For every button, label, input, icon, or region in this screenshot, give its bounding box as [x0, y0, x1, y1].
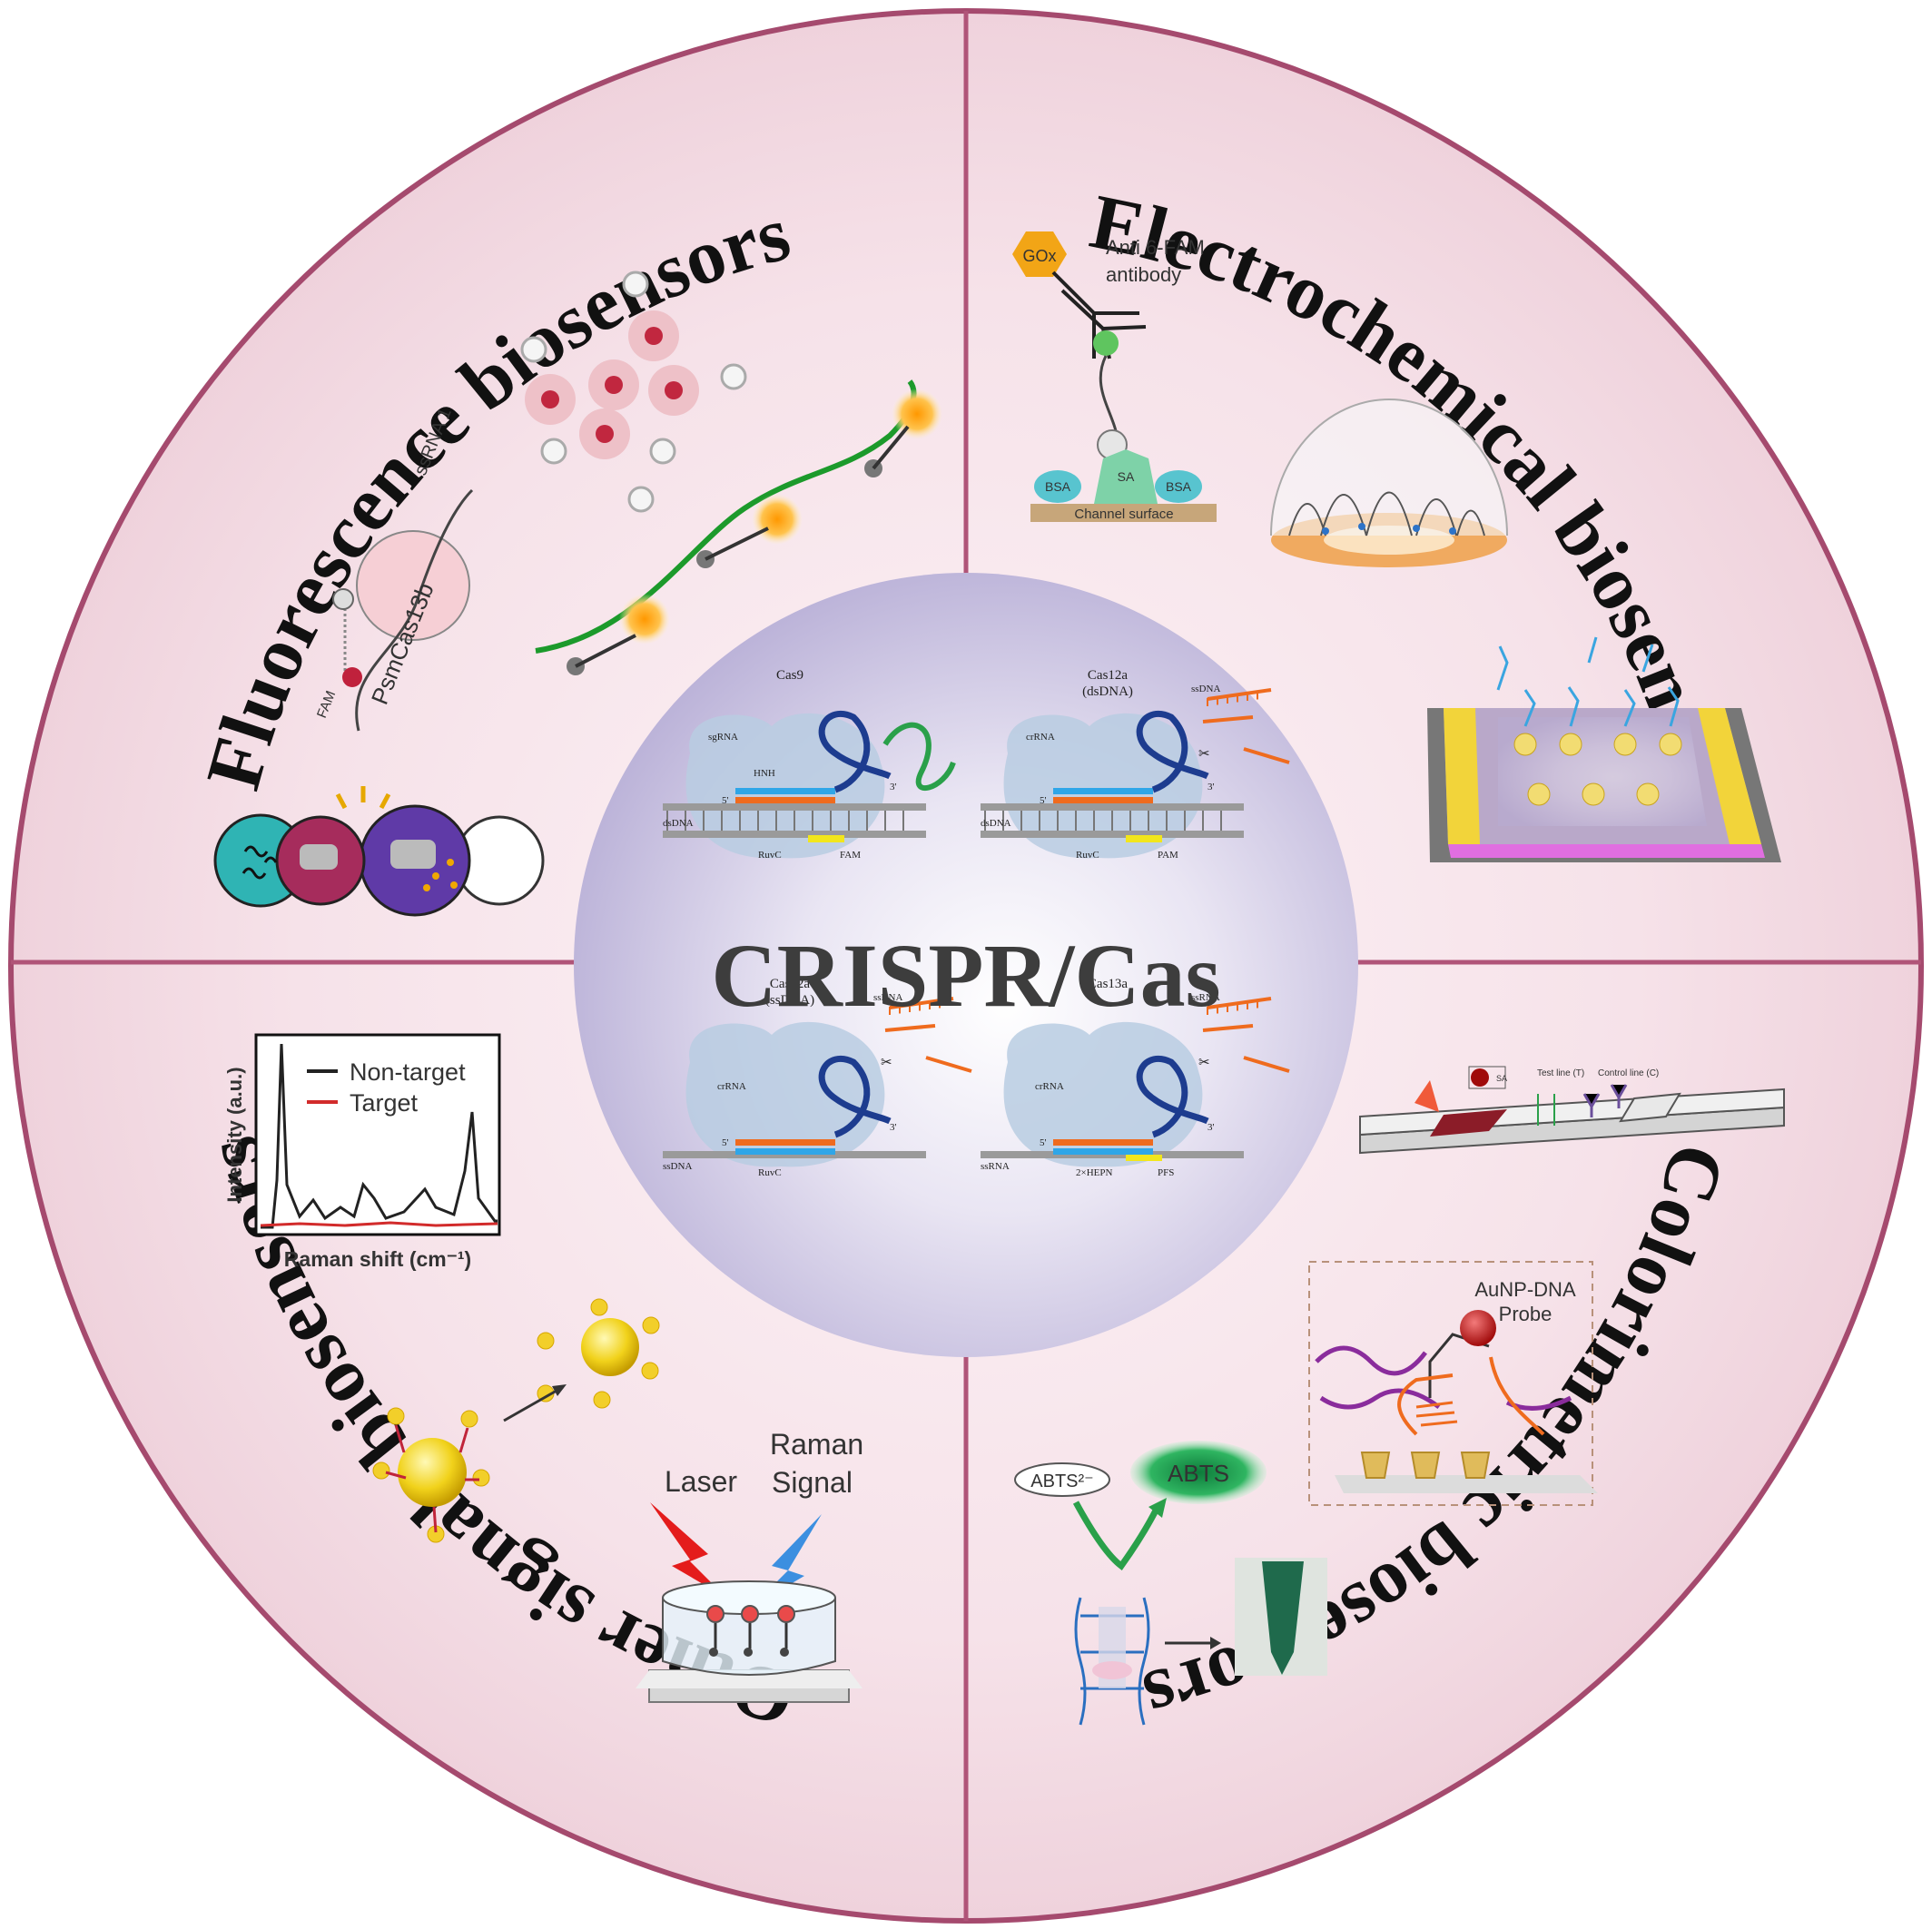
- control-line-label: Control line (C): [1598, 1068, 1659, 1078]
- end5-label-2: 5': [1040, 795, 1047, 806]
- lateral-flow-strip: SA Test line (T) Control line (C): [1359, 1066, 1785, 1155]
- strand-label-4: ssRNA: [981, 1161, 1010, 1172]
- raman-ylabel: Intensity (a.u.): [223, 1067, 246, 1202]
- scissors-icon-2: ✂: [1198, 747, 1210, 762]
- probe-label-line1: AuNP-DNA: [1474, 1278, 1576, 1301]
- end3-label-2: 3': [1208, 782, 1215, 792]
- raman-plot-frame: [254, 1033, 501, 1236]
- bsa-label-right: BSA: [1166, 479, 1192, 494]
- cas-panel-4: Cas13a ssRNA ✂ crRNA 2×HEPN ssRNA PFS 3' 5': [981, 977, 1290, 1178]
- side-strand-label-3: ssDNA: [873, 992, 902, 1003]
- scissors-icon-4: ✂: [1198, 1056, 1210, 1070]
- strand-label-3: ssDNA: [663, 1161, 692, 1172]
- guide-label-2: crRNA: [1026, 732, 1055, 743]
- cas-name-1: Cas9: [776, 668, 803, 683]
- end5-label-4: 5': [1040, 1137, 1047, 1148]
- electrochemical-quadrant: GOx Anti 6-FAM antibody Channel surface …: [1012, 231, 1781, 862]
- probe-label-line2: Probe: [1499, 1303, 1552, 1325]
- cas-sub-3: (ssDNA): [765, 993, 814, 1008]
- raman-label-line2: Signal: [772, 1466, 853, 1499]
- end3-label-1: 3': [890, 782, 897, 792]
- sa-label: SA: [1118, 469, 1135, 484]
- end3-label-4: 3': [1208, 1122, 1215, 1133]
- domain-label-1: HNH: [754, 768, 775, 779]
- raman-laser-setup: Laser Raman Signal: [636, 1428, 863, 1703]
- side-strand-label-2: ssDNA: [1191, 684, 1220, 694]
- end3-label-3: 3': [890, 1122, 897, 1133]
- laser-label: Laser: [665, 1465, 737, 1498]
- gold-nanoparticles: [372, 1298, 660, 1543]
- domain2-label-3: RuvC: [758, 1167, 782, 1178]
- domain2-label-2: RuvC: [1076, 850, 1099, 861]
- tag-label-2: PAM: [1158, 850, 1178, 861]
- scissors-icon-3: ✂: [881, 1056, 892, 1070]
- cas-panels: Cas9sgRNAHNHRuvCdsDNAFAM3'5'Cas12a(dsDNA…: [663, 668, 1290, 1178]
- center-sphere: Cas9sgRNAHNHRuvCdsDNAFAM3'5'Cas12a(dsDNA…: [574, 573, 1358, 1357]
- cas-panel-2: Cas12a(dsDNA) ssDNA ✂ crRNA RuvC dsDNA PAM 3' 5': [981, 668, 1290, 861]
- graphene-fet: [1427, 636, 1781, 862]
- dome-electrode: [1270, 399, 1508, 567]
- strand-label-1: dsDNA: [663, 818, 694, 829]
- center-title: CRISPR/Cas: [711, 925, 1220, 1026]
- tag-label-1: FAM: [840, 850, 861, 861]
- gox-label: GOx: [1022, 247, 1056, 265]
- cas-name-3: Cas12a: [770, 977, 811, 991]
- strip-sa-label: SA: [1496, 1074, 1507, 1083]
- droplet-cells: [213, 786, 545, 917]
- end5-label-3: 5': [722, 1137, 729, 1148]
- legend-non-target: Non-target: [350, 1058, 466, 1086]
- abts-reduced-label: ABTS²⁻: [1030, 1471, 1093, 1491]
- side-strand-label-4: ssRNA: [1191, 992, 1220, 1003]
- cas-name-2: Cas12a: [1088, 668, 1129, 683]
- colorimetric-quadrant: SA Test line (T) Control line (C) AuNP-D…: [1014, 1066, 1785, 1726]
- non-target-curve: [261, 1043, 498, 1229]
- legend-target: Target: [350, 1089, 419, 1117]
- raman-spectrum-chart: Non-target Target Intensity (a.u.) Raman…: [223, 1033, 501, 1271]
- bsa-label-left: BSA: [1045, 479, 1071, 494]
- target-curve: [260, 1221, 498, 1227]
- raman-label-line1: Raman: [770, 1428, 863, 1461]
- cas-sub-2: (dsDNA): [1082, 684, 1133, 699]
- cas-panel-3: Cas12a (ssDNA) ssDNA ✂ crRNA RuvC ssDNA 3' 5': [663, 977, 972, 1178]
- strand-label-2: dsDNA: [981, 818, 1011, 829]
- domain2-label-4: 2×HEPN: [1076, 1167, 1112, 1178]
- green-dna-strand: [535, 379, 942, 675]
- guide-label-1: sgRNA: [708, 732, 738, 743]
- other-signals-quadrant: Non-target Target Intensity (a.u.) Raman…: [223, 1033, 863, 1703]
- antibody-label-line1: Anti 6-FAM: [1106, 236, 1205, 259]
- end5-label-1: 5': [722, 795, 729, 806]
- guide-label-3: crRNA: [717, 1081, 746, 1092]
- gox-antibody: GOx Anti 6-FAM antibody Channel surface …: [1012, 231, 1217, 522]
- guide-label-4: crRNA: [1035, 1081, 1064, 1092]
- antibody-label-line2: antibody: [1106, 263, 1181, 286]
- abts-reaction: ABTS²⁻ ABTS: [1014, 1441, 1327, 1726]
- abts-label: ABTS: [1168, 1460, 1229, 1487]
- raman-xlabel: Raman shift (cm⁻¹): [284, 1247, 471, 1271]
- cas-name-4: Cas13a: [1088, 977, 1129, 991]
- nanoparticle-cluster: [520, 271, 747, 513]
- aunp-dna-probe: AuNP-DNA Probe: [1308, 1261, 1598, 1506]
- tag-label-4: PFS: [1158, 1167, 1174, 1178]
- cas-panel-1: Cas9 sgRNA HNH RuvC dsDNA FAM 3' 5': [663, 668, 956, 861]
- test-line-label: Test line (T): [1537, 1068, 1584, 1078]
- domain2-label-1: RuvC: [758, 850, 782, 861]
- channel-surface-label: Channel surface: [1074, 507, 1173, 522]
